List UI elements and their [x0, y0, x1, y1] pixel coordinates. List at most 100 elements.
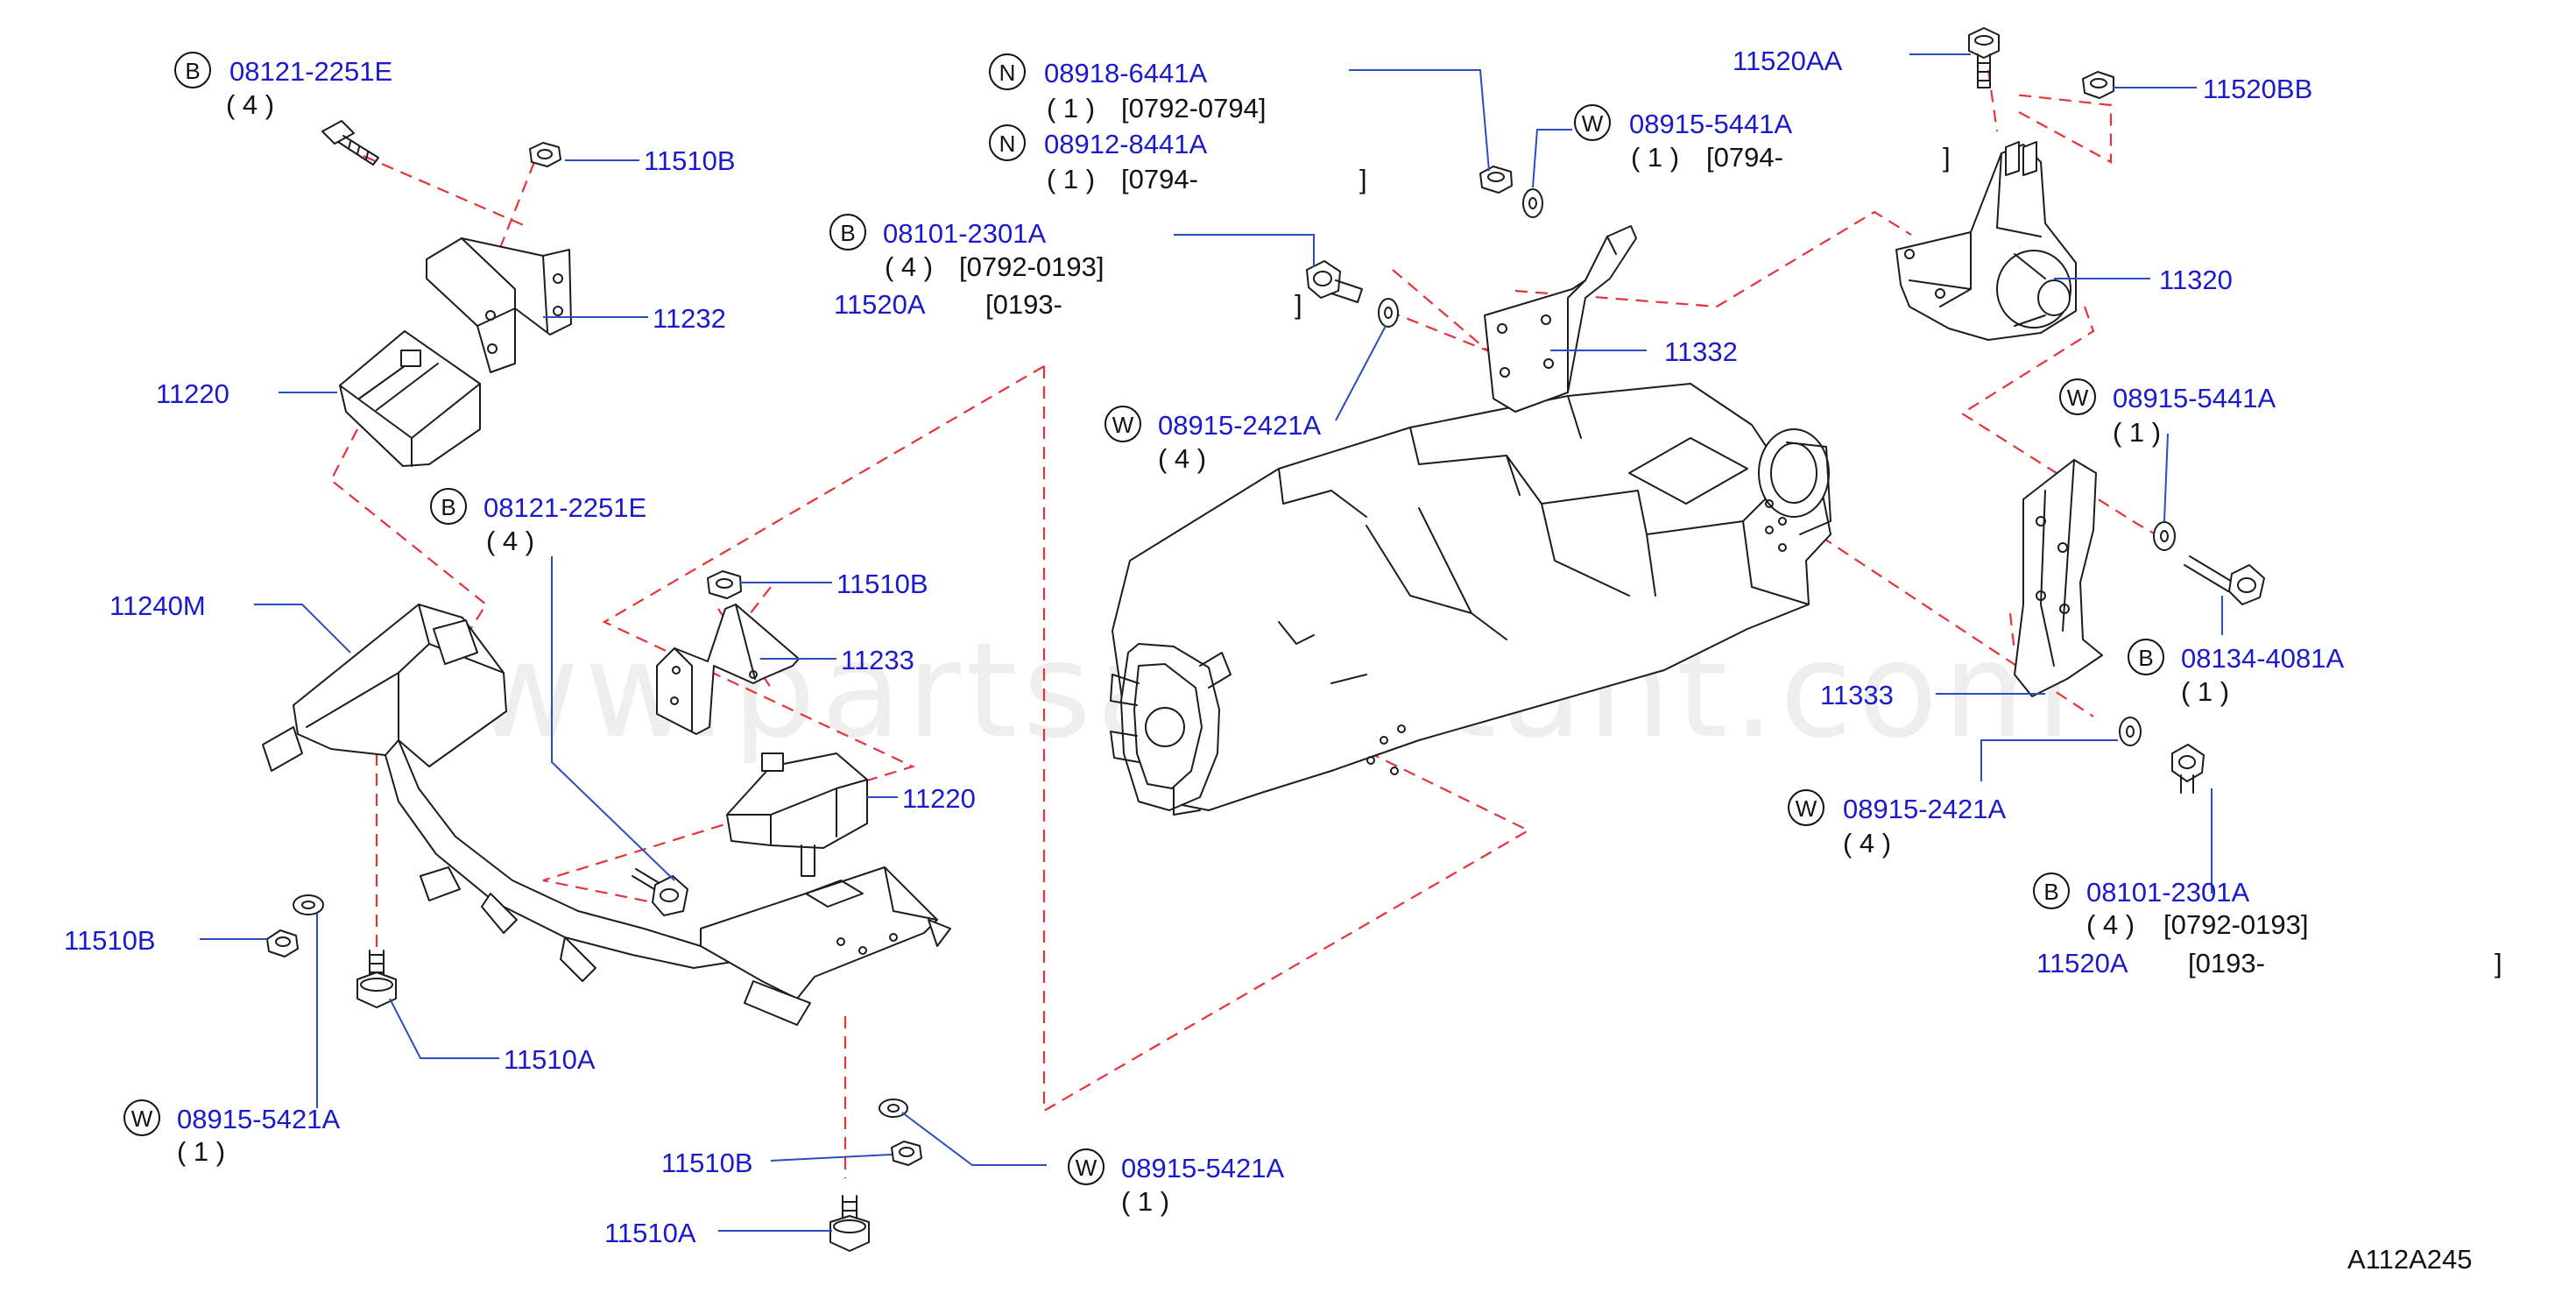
part-number-11510b-mid: 11510B	[836, 569, 928, 599]
callout-11520a-top: 11520A [0193- ]	[834, 289, 1302, 320]
badge-b-icon	[174, 52, 211, 88]
crossmember-11240m-art	[262, 604, 951, 1026]
date-range-close: ]	[1295, 289, 1302, 320]
part-qty: ( 1 )	[1121, 1186, 1169, 1217]
badge-letter: B	[185, 58, 200, 84]
part-qty: ( 1 )	[1631, 142, 1679, 173]
date-range-close: ]	[2495, 948, 2502, 979]
part-qty: ( 1 )	[1047, 93, 1095, 124]
badge-letter: W	[1582, 110, 1604, 137]
badge-letter: B	[2043, 879, 2058, 905]
part-number-11520bb: 11520BB	[2203, 74, 2312, 104]
part-qty: ( 4 )	[226, 89, 274, 120]
date-range: [0794-	[1121, 164, 1198, 194]
part-number: 08915-5441A	[1629, 109, 1792, 139]
badge-w-icon	[2059, 378, 2096, 415]
badge-letter: B	[2138, 645, 2153, 671]
nut-11510b-top-art	[529, 142, 561, 167]
callout-w-08915-2421a-top: W 08915-2421A ( 4 )	[1105, 406, 1321, 474]
part-number-11220-mid: 11220	[902, 783, 976, 814]
badge-b-icon	[2128, 639, 2164, 675]
bracket-11233-art	[656, 604, 800, 735]
part-number: 08915-2421A	[1158, 410, 1321, 441]
fasteners-right-art	[2119, 521, 2265, 794]
part-number-11332: 11332	[1664, 336, 1738, 367]
part-qty: ( 4 )	[2086, 909, 2135, 940]
badge-letter: W	[1112, 412, 1134, 438]
bolt-08121-2251e-top-art	[321, 120, 379, 166]
part-qty: ( 4 )	[486, 526, 534, 556]
part-number-11510b-bottom: 11510B	[661, 1148, 753, 1178]
callout-w-08915-5441a-right: W 08915-5441A ( 1 )	[2059, 378, 2276, 448]
callout-11520a-right: 11520A [0193- ]	[2036, 948, 2502, 979]
part-qty: ( 4 )	[885, 251, 933, 282]
mount-11220-left-art	[339, 330, 481, 467]
part-qty: ( 1 )	[177, 1136, 225, 1167]
part-qty: ( 1 )	[2113, 417, 2161, 448]
badge-w-icon	[124, 1099, 160, 1136]
part-number-11510b-lower-left: 11510B	[64, 925, 156, 956]
part-number: 08915-2421A	[1843, 794, 2006, 824]
part-number: 11520A	[834, 289, 926, 320]
badge-letter: N	[999, 60, 1016, 86]
badge-letter: B	[840, 220, 855, 246]
part-number: 08912-8441A	[1044, 129, 1207, 159]
callout-b-08101-2301a-right: B 08101-2301A ( 4 ) [0792-0193]	[2033, 873, 2308, 940]
bracket-11333-art	[2014, 459, 2103, 697]
fasteners-top-right-art	[1968, 27, 2114, 99]
fasteners-lower-left-art	[266, 894, 397, 1008]
callout-b-08101-2301a-top: B 08101-2301A ( 4 ) [0792-0193]	[829, 214, 1104, 282]
part-number-11240m: 11240M	[109, 590, 206, 621]
date-range: [0792-0193]	[2163, 909, 2308, 940]
fasteners-bottom-center-art	[829, 1099, 922, 1252]
mount-11220-mid-art	[726, 752, 868, 877]
badge-w-icon	[1788, 789, 1824, 826]
part-qty: ( 1 )	[1047, 164, 1095, 194]
part-number: 08121-2251E	[483, 492, 646, 523]
part-number: 08134-4081A	[2181, 643, 2344, 674]
bracket-11232-art	[426, 237, 572, 373]
leader-lines	[200, 53, 2223, 1232]
badge-letter: W	[2067, 385, 2089, 411]
badge-n-icon	[989, 53, 1026, 90]
part-number-11232: 11232	[653, 303, 726, 334]
part-number-11510b-top: 11510B	[644, 145, 736, 176]
part-number: 08121-2251E	[229, 56, 392, 87]
part-number: 08101-2301A	[2086, 877, 2249, 908]
fasteners-top-center-art	[1306, 166, 1543, 328]
date-range-close: ]	[1359, 164, 1367, 194]
diagram-code: A112A245	[2347, 1244, 2473, 1275]
callout-w-08915-2421a-right: W 08915-2421A ( 4 )	[1788, 789, 2006, 858]
mount-11320-art	[1895, 141, 2077, 341]
date-range: [0193-	[985, 289, 1062, 320]
part-number-11510a-left: 11510A	[504, 1044, 596, 1075]
badge-letter: W	[131, 1106, 153, 1132]
part-number: 11520A	[2036, 948, 2128, 979]
badge-b-icon	[430, 488, 467, 525]
badge-b-icon	[829, 214, 866, 251]
callout-w-08915-5441a-top: W 08915-5441A ( 1 ) [0794- ]	[1574, 104, 1951, 173]
transmission-art	[1110, 383, 1831, 816]
part-number-11320: 11320	[2159, 265, 2233, 295]
part-number-11333: 11333	[1820, 680, 1894, 710]
date-range: [0792-0794]	[1121, 93, 1266, 124]
part-number: 08101-2301A	[883, 218, 1046, 249]
part-number-11510a-bottom: 11510A	[604, 1218, 696, 1248]
badge-letter: N	[999, 131, 1016, 157]
badge-w-icon	[1574, 104, 1611, 141]
part-number: 08915-5421A	[177, 1104, 340, 1134]
date-range-close: ]	[1943, 142, 1951, 173]
badge-letter: W	[1076, 1155, 1097, 1181]
part-number-11520aa: 11520AA	[1733, 46, 1843, 76]
callout-w-08915-5421a-left: W 08915-5421A ( 1 )	[124, 1099, 340, 1167]
part-number: 08918-6441A	[1044, 58, 1207, 88]
badge-w-icon	[1105, 406, 1141, 442]
date-range: [0193-	[2188, 948, 2265, 979]
date-range: [0794-	[1706, 142, 1783, 173]
badge-b-icon	[2033, 873, 2070, 909]
nut-11510b-mid-art	[707, 570, 742, 599]
callout-n-08912-8441a: N 08912-8441A ( 1 ) [0794- ]	[989, 124, 1367, 194]
callout-b-08121-2251e-top: B 08121-2251E ( 4 )	[174, 52, 392, 120]
part-qty: ( 4 )	[1158, 443, 1206, 474]
